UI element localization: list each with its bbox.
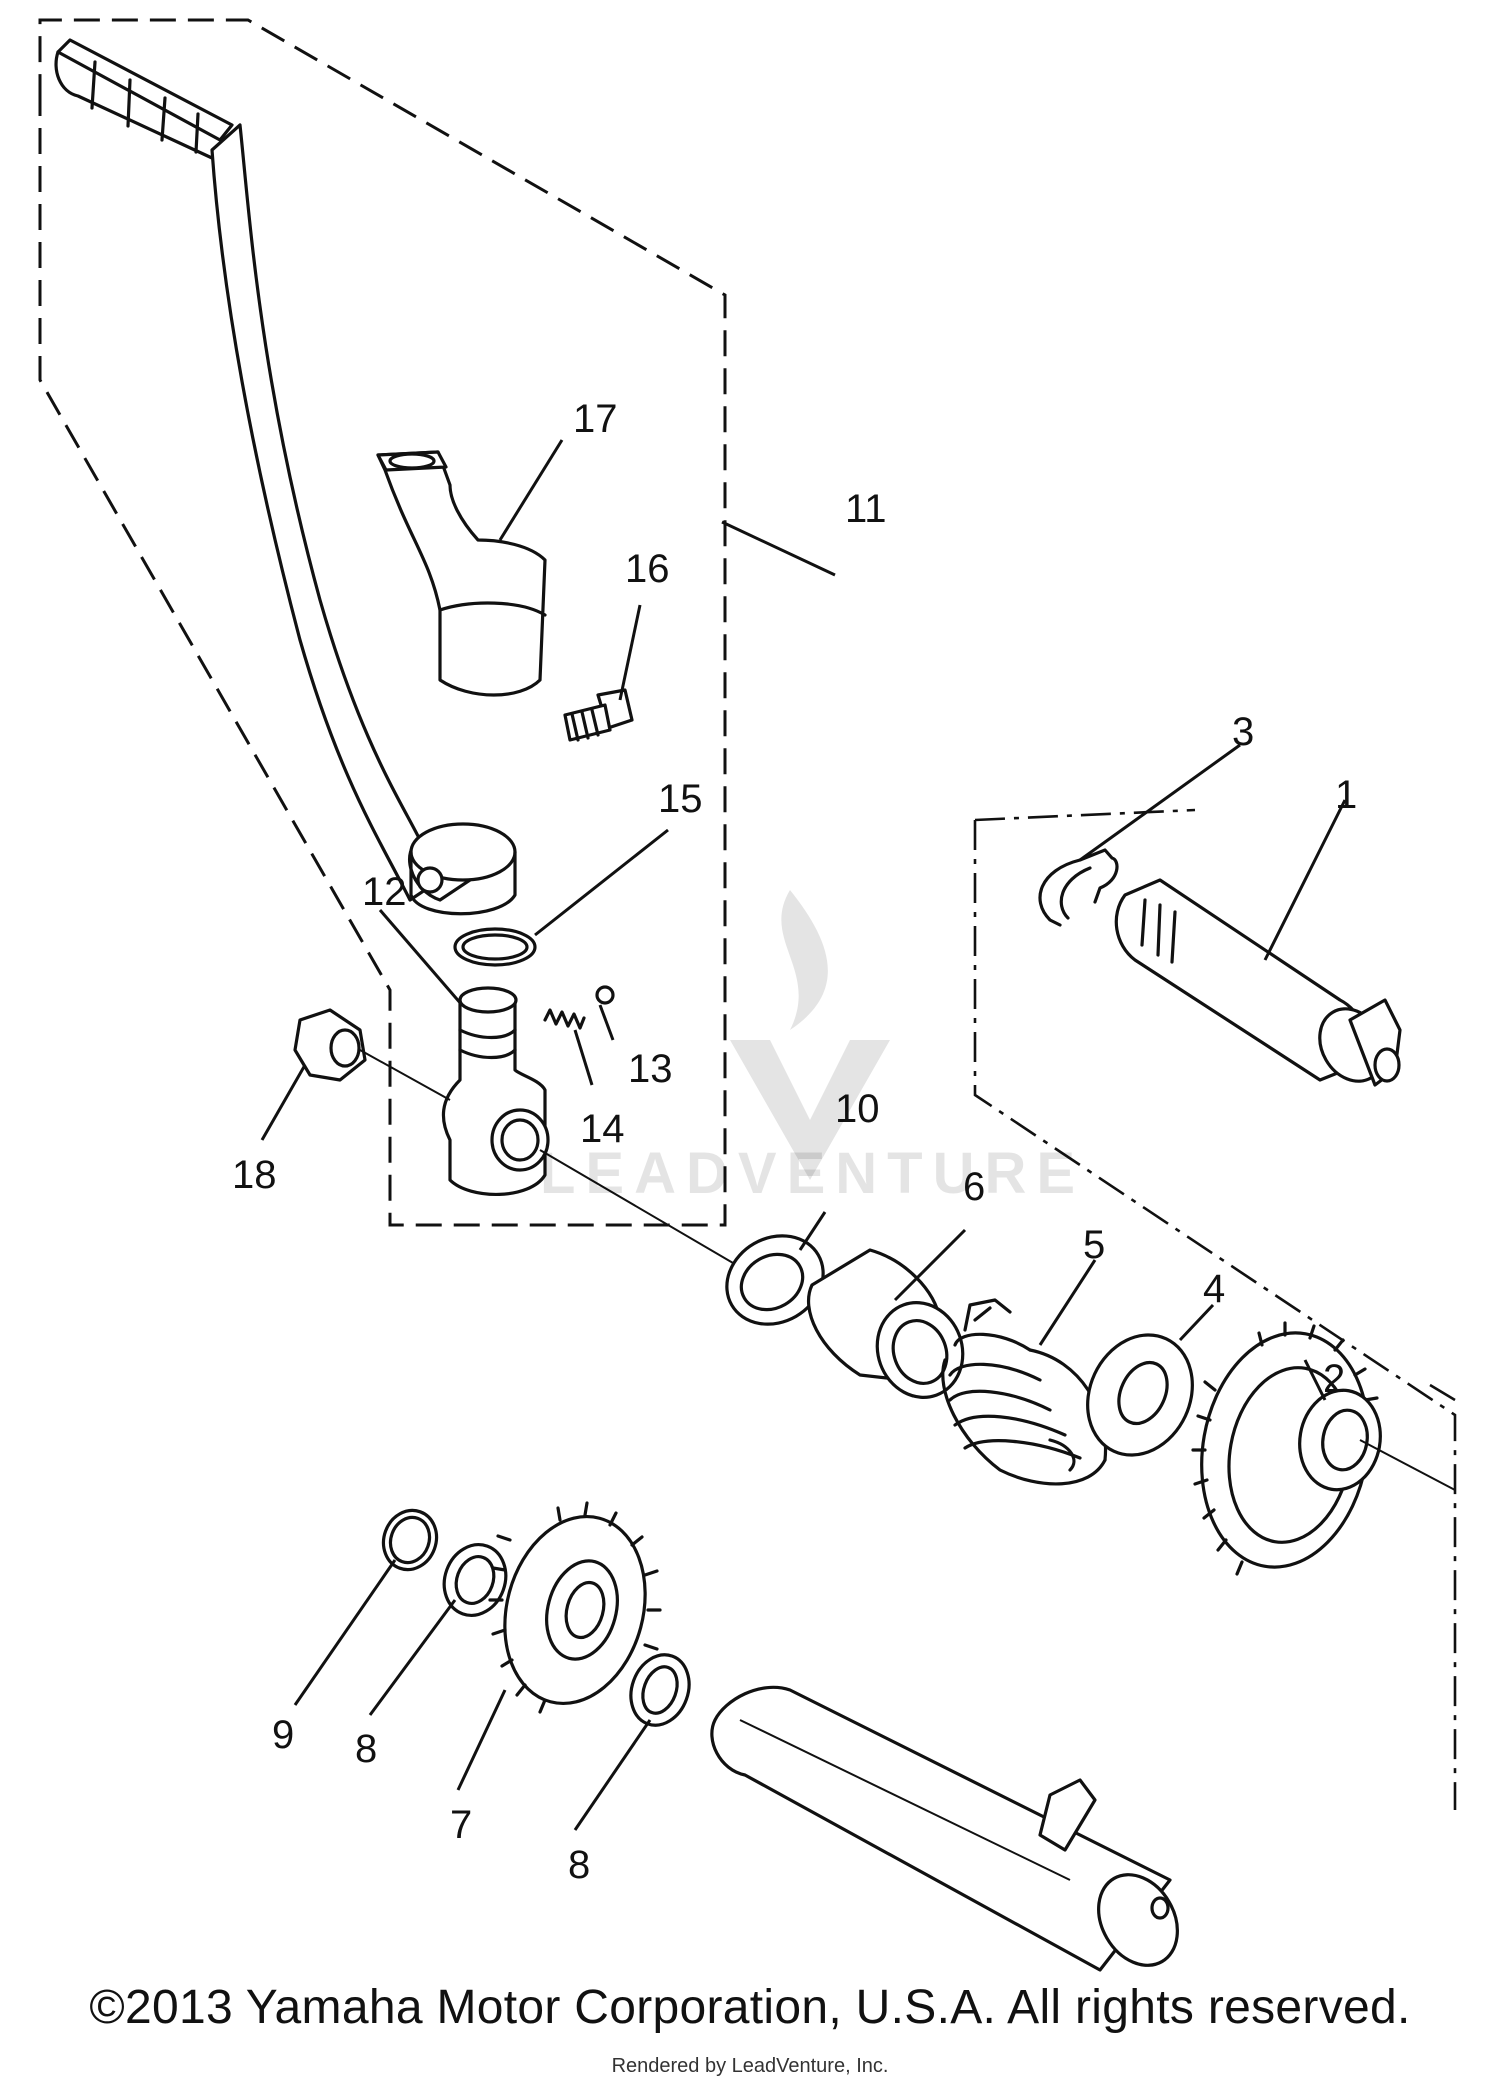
- kick-lever-cap: [376, 450, 547, 697]
- callout-4: 4: [1203, 1267, 1225, 1311]
- idler-gear-7: [488, 1501, 662, 1714]
- callout-leaders: [260, 439, 1347, 1831]
- circlip-9: [381, 1508, 439, 1572]
- seal-10: [725, 1234, 825, 1326]
- callout-1: 1: [1335, 773, 1357, 817]
- nut-18: [293, 1008, 367, 1082]
- callout-11: 11: [845, 487, 887, 531]
- kick-gear-2: [1191, 1321, 1382, 1576]
- callout-3: 3: [1232, 710, 1254, 754]
- callout-numbers: 17 16 15 12 13 14 18 11 3 1 10 6 5 4 2 9…: [232, 397, 1357, 1887]
- rendered-by-notice: Rendered by LeadVenture, Inc.: [611, 2055, 889, 2077]
- callout-2: 2: [1323, 1357, 1345, 1401]
- clip-3: [1038, 848, 1119, 927]
- kick-shaft-1: [1114, 878, 1402, 1087]
- o-ring-15: [453, 927, 537, 967]
- kick-crank-lever: [54, 38, 517, 916]
- callout-8-lower: 8: [568, 1843, 590, 1887]
- shaft-assembly-boundary-top: [1429, 1383, 1456, 1402]
- callout-6: 6: [963, 1165, 985, 1209]
- callout-5: 5: [1083, 1223, 1105, 1267]
- callout-12: 12: [362, 870, 407, 914]
- shaft-assembly-boundary: [973, 808, 1457, 1810]
- assembly-11-boundary: [38, 18, 727, 1227]
- callout-14: 14: [580, 1107, 625, 1151]
- spacer-6: [806, 1248, 965, 1399]
- washer-4: [1086, 1333, 1194, 1457]
- callout-8-upper: 8: [355, 1727, 377, 1771]
- callout-7: 7: [450, 1803, 472, 1847]
- washer-8-upper: [442, 1543, 508, 1617]
- washer-8-lower: [629, 1653, 691, 1727]
- spring-14: [543, 1008, 586, 1030]
- callout-10: 10: [835, 1087, 880, 1131]
- callout-9: 9: [272, 1713, 294, 1757]
- callout-17: 17: [573, 397, 618, 441]
- copyright-notice: ©2013 Yamaha Motor Corporation, U.S.A. A…: [89, 1981, 1411, 2034]
- kick-boss-12: [441, 986, 550, 1197]
- torsion-spring-5: [941, 1298, 1108, 1486]
- callout-15: 15: [658, 777, 703, 821]
- callout-16: 16: [625, 547, 670, 591]
- callout-18: 18: [232, 1153, 277, 1197]
- bolt-16: [563, 688, 634, 742]
- watermark-text: LEADVENTURE: [540, 1141, 1086, 1206]
- callout-13: 13: [628, 1047, 673, 1091]
- idler-shaft: [710, 1685, 1179, 1972]
- ball-13: [595, 985, 615, 1005]
